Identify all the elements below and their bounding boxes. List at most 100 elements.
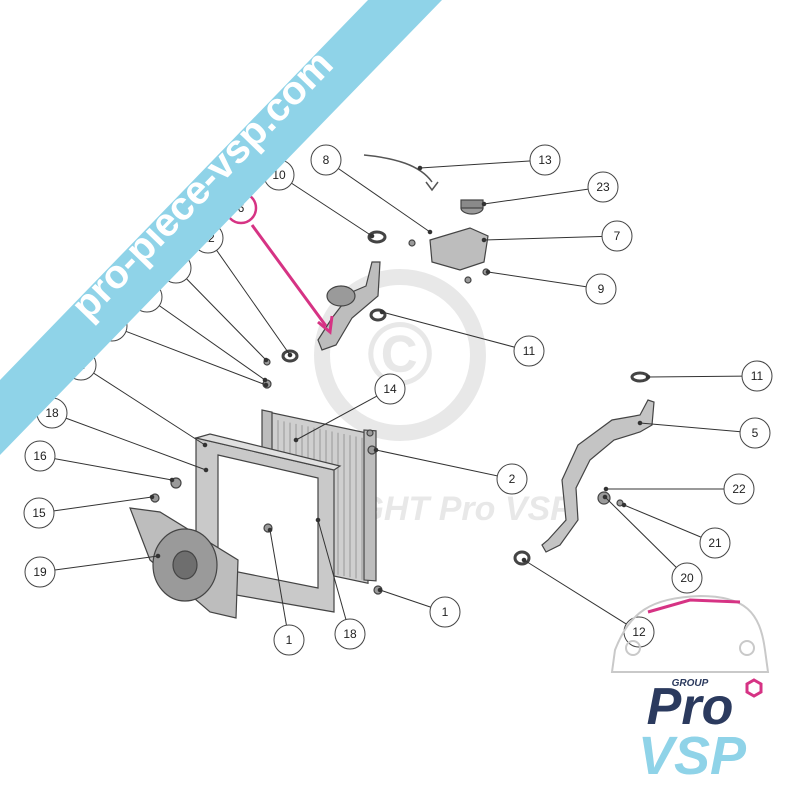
callout-label: 11 <box>751 369 764 383</box>
leader-arrowhead <box>379 309 385 315</box>
callout-label: 10 <box>272 168 286 182</box>
clamps-and-bolts <box>150 230 650 595</box>
flow-arrow-part <box>363 154 433 183</box>
callout-label: 22 <box>732 482 746 496</box>
logo-vsp-text: VSP <box>638 726 747 786</box>
callout-2: 2 <box>496 463 528 495</box>
callout-circle <box>741 360 773 392</box>
leader-arrowhead <box>263 357 269 363</box>
callout-label: 15 <box>32 506 46 520</box>
callout-circle <box>334 618 366 650</box>
callout-label: 9 <box>598 282 605 296</box>
callout-15: 15 <box>23 497 55 529</box>
leader-arrowhead <box>262 377 268 383</box>
callout-label: 16 <box>33 449 47 463</box>
leader-line <box>38 496 153 514</box>
callout-19: 19 <box>24 556 56 588</box>
leader-line <box>207 237 291 356</box>
callout-23: 23 <box>587 171 619 203</box>
leader-arrowhead <box>373 447 379 453</box>
callout-11: 11 <box>741 360 773 392</box>
callout-11: 11 <box>513 335 545 367</box>
callout-circle <box>699 527 731 559</box>
leader-arrowhead <box>645 374 651 380</box>
callout-1: 1 <box>273 624 305 656</box>
leader-arrowhead <box>267 527 273 533</box>
leader-line <box>278 174 373 237</box>
callout-7: 7 <box>601 220 633 252</box>
leader-arrowhead <box>637 420 643 426</box>
callout-label: 7 <box>614 229 621 243</box>
callout-label: 12 <box>632 625 646 639</box>
callout-circle <box>723 473 755 505</box>
leader-arrowhead <box>521 557 527 563</box>
leader-arrowhead <box>293 437 299 443</box>
callout-label: 19 <box>33 565 47 579</box>
callout-circle <box>585 273 617 305</box>
callout-20: 20 <box>671 562 703 594</box>
callout-circle <box>671 562 703 594</box>
logo-group-text: GROUP <box>672 678 709 689</box>
callout-circle <box>24 556 56 588</box>
callout-circle <box>496 463 528 495</box>
leader-line <box>325 159 431 233</box>
leader-line <box>604 496 688 579</box>
leader-arrowhead <box>603 486 609 492</box>
leader-lines <box>38 159 758 641</box>
leader-arrowhead <box>485 269 491 275</box>
callout-circle <box>310 144 342 176</box>
leader-line <box>80 364 206 446</box>
leader-line <box>639 422 756 434</box>
callout-circle <box>23 497 55 529</box>
callout-circle <box>273 624 305 656</box>
leader-line <box>487 271 602 290</box>
callout-label: 21 <box>708 536 722 550</box>
callout-13: 13 <box>529 144 561 176</box>
callout-circle <box>429 596 461 628</box>
callout-label: 8 <box>323 153 330 167</box>
callout-circle <box>374 373 406 405</box>
leader-line <box>483 235 618 241</box>
callout-14: 14 <box>374 373 406 405</box>
callout-5: 5 <box>739 417 771 449</box>
callout-label: 14 <box>383 382 397 396</box>
leader-arrowhead <box>202 442 208 448</box>
parts <box>129 154 655 619</box>
leader-line <box>175 267 267 361</box>
highlight-arrow <box>250 224 334 335</box>
callout-label: 11 <box>523 344 536 358</box>
callout-8: 8 <box>310 144 342 176</box>
callout-18: 18 <box>334 618 366 650</box>
leader-arrowhead <box>155 553 161 559</box>
leader-arrowhead <box>377 587 383 593</box>
logo-pro-text: Pro <box>647 678 734 736</box>
leader-arrowhead <box>621 502 627 508</box>
leader-arrowhead <box>315 517 321 523</box>
leader-line <box>647 375 758 378</box>
leader-arrowhead <box>263 382 269 388</box>
flow-arrowhead <box>425 181 439 192</box>
leader-line <box>523 559 640 633</box>
callout-label: 2 <box>509 472 516 486</box>
callout-circle <box>587 171 619 203</box>
callout-circle <box>24 440 56 472</box>
callout-circle <box>739 417 771 449</box>
callout-circle <box>529 144 561 176</box>
callout-label: 18 <box>343 627 357 641</box>
tank-cap-part <box>460 199 484 215</box>
leader-arrowhead <box>203 467 209 473</box>
leader-arrowhead <box>169 477 175 483</box>
lower-hose-part <box>541 399 655 553</box>
callout-circle <box>601 220 633 252</box>
pro-vsp-logo: GROUP Pro VSP <box>610 594 770 786</box>
expansion-tank-part <box>429 227 489 271</box>
leader-line <box>381 311 530 352</box>
leader-line <box>623 504 716 544</box>
leader-line <box>111 325 267 386</box>
leader-line <box>269 529 290 641</box>
leader-line <box>483 186 604 205</box>
leader-line <box>419 159 546 169</box>
leader-line <box>39 455 173 481</box>
leader-arrowhead <box>287 352 293 358</box>
